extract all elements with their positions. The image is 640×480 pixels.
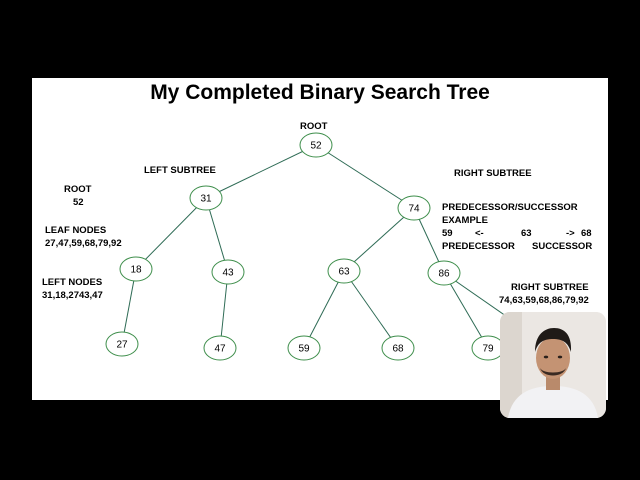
example-succ-value: 68 xyxy=(581,228,592,239)
tree-node-43: 43 xyxy=(211,259,245,285)
tree-node-circle xyxy=(397,195,431,221)
tree-node-circle xyxy=(189,185,223,211)
tree-node-52: 52 xyxy=(299,132,333,158)
tree-edge-n63-n59 xyxy=(303,270,345,349)
tree-node-value: 63 xyxy=(338,267,350,278)
tree-node-27: 27 xyxy=(105,331,139,357)
slide-title: My Completed Binary Search Tree xyxy=(150,81,490,104)
root-side-label: ROOT xyxy=(64,184,92,195)
example-right-arrow: -> xyxy=(566,228,575,239)
tree-node-value: 43 xyxy=(222,268,234,279)
tree-edge-n31-n43 xyxy=(205,197,229,273)
tree-node-value: 47 xyxy=(214,344,226,355)
right-subtree-list-label: RIGHT SUBTREE xyxy=(511,282,589,293)
pred-succ-title: PREDECESSOR/SUCCESSOR xyxy=(442,202,578,213)
tree-node-circle xyxy=(381,335,415,361)
slide: My Completed Binary Search Tree 52 31 74 18… xyxy=(32,78,608,400)
tree-edge-n52-n74 xyxy=(315,144,415,209)
tree-node-value: 68 xyxy=(392,344,404,355)
tree-edge-n74-n63 xyxy=(343,207,415,272)
tree-node-47: 47 xyxy=(203,335,237,361)
tree-node-value: 27 xyxy=(116,340,128,351)
tree-node-value: 52 xyxy=(310,141,322,152)
presenter-avatar xyxy=(500,312,606,418)
tree-node-value: 74 xyxy=(408,204,420,215)
leaf-nodes-label: LEAF NODES xyxy=(45,225,107,236)
tree-node-value: 18 xyxy=(130,265,142,276)
example-left-arrow: <- xyxy=(475,228,484,239)
tree-diagram: 52 31 74 18 43 63 86 27 47 59 68 79 xyxy=(105,132,553,361)
tree-edge-n18-n27 xyxy=(121,268,137,345)
tree-node-value: 86 xyxy=(438,269,450,280)
tree-edge-n52-n31 xyxy=(205,144,317,199)
tree-node-18: 18 xyxy=(119,256,153,282)
tree-node-63: 63 xyxy=(327,258,361,284)
tree-edge-n63-n68 xyxy=(343,270,399,349)
root-side-value: 52 xyxy=(73,197,84,208)
tree-node-59: 59 xyxy=(287,335,321,361)
left-nodes-value: 31,18,2743,47 xyxy=(42,290,103,301)
tree-edge-n31-n18 xyxy=(135,197,207,270)
left-subtree-label: LEFT SUBTREE xyxy=(144,165,216,176)
tree-node-value: 79 xyxy=(482,344,494,355)
tree-node-68: 68 xyxy=(381,335,415,361)
tree-node-circle xyxy=(327,258,361,284)
predecessor-label: PREDECESSOR xyxy=(442,241,515,252)
tree-node-circle xyxy=(119,256,153,282)
tree-node-circle xyxy=(287,335,321,361)
tree-node-86: 86 xyxy=(427,260,461,286)
webcam-overlay xyxy=(500,312,606,418)
right-subtree-list-value: 74,63,59,68,86,79,92 xyxy=(499,295,589,306)
example-row: 59 <- 63 -> 68 xyxy=(442,228,592,240)
example-label: EXAMPLE xyxy=(442,215,488,226)
tree-node-circle xyxy=(427,260,461,286)
root-label: ROOT xyxy=(300,121,328,132)
tree-node-circle xyxy=(211,259,245,285)
tree-edge-n43-n47 xyxy=(219,271,229,349)
leaf-nodes-value: 27,47,59,68,79,92 xyxy=(45,238,122,249)
example-pred-value: 59 xyxy=(442,228,453,239)
successor-label: SUCCESSOR xyxy=(532,241,593,252)
tree-node-value: 31 xyxy=(200,194,212,205)
right-subtree-label: RIGHT SUBTREE xyxy=(454,168,532,179)
example-node-value: 63 xyxy=(521,228,532,239)
tree-node-circle xyxy=(203,335,237,361)
tree-node-31: 31 xyxy=(189,185,223,211)
tree-node-circle xyxy=(105,331,139,357)
tree-node-circle xyxy=(299,132,333,158)
tree-node-74: 74 xyxy=(397,195,431,221)
left-nodes-label: LEFT NODES xyxy=(42,277,103,288)
tree-node-value: 59 xyxy=(298,344,310,355)
tree-edge-n86-n79 xyxy=(443,272,489,349)
